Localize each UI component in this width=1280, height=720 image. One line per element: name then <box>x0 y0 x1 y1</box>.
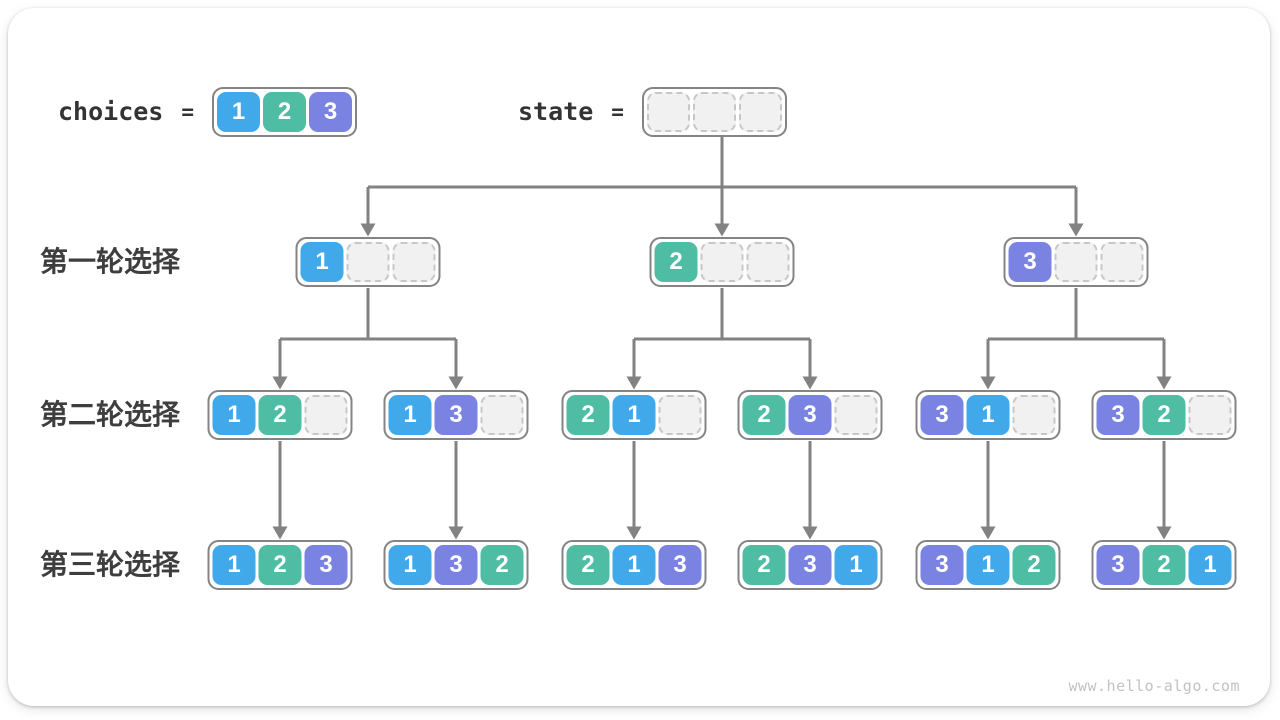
value-cell: 2 <box>566 545 610 585</box>
value-cell: 1 <box>966 395 1010 435</box>
value-cell: 1 <box>1188 545 1232 585</box>
empty-cell <box>692 91 736 132</box>
empty-cell <box>480 395 524 435</box>
value-cell: 2 <box>1012 545 1056 585</box>
value-cell: 1 <box>834 545 878 585</box>
value-cell: 1 <box>388 395 432 435</box>
value-cell: 3 <box>1008 242 1052 282</box>
empty-cell <box>700 242 744 282</box>
empty-cell <box>746 242 790 282</box>
choices-equals-sign: = <box>181 99 195 124</box>
value-cell: 1 <box>212 545 256 585</box>
state-array-slot <box>641 86 787 137</box>
empty-cell <box>1188 395 1232 435</box>
value-cell: 2 <box>742 545 786 585</box>
empty-cell <box>1012 395 1056 435</box>
round1-node-1: 1 <box>295 237 441 287</box>
round-label-3: 第三轮选择 <box>40 549 181 580</box>
value-cell: 3 <box>788 545 832 585</box>
round-label-1: 第一轮选择 <box>40 246 181 277</box>
value-cell: 3 <box>788 395 832 435</box>
value-cell: 3 <box>1096 545 1140 585</box>
value-cell: 2 <box>1142 395 1186 435</box>
empty-cell <box>646 91 690 132</box>
value-cell: 2 <box>1142 545 1186 585</box>
value-cell: 1 <box>612 395 656 435</box>
value-cell: 2 <box>742 395 786 435</box>
state-group: state = <box>518 86 787 137</box>
round1-node-2: 2 <box>649 237 795 287</box>
value-cell: 1 <box>966 545 1010 585</box>
value-cell: 1 <box>212 395 256 435</box>
empty-cell <box>738 91 782 132</box>
value-cell: 3 <box>920 395 964 435</box>
value-cell: 2 <box>654 242 698 282</box>
value-cell: 2 <box>258 545 302 585</box>
state-equals-sign: = <box>611 99 624 124</box>
watermark: www.hello-algo.com <box>1068 677 1240 695</box>
value-cell: 2 <box>566 395 610 435</box>
value-cell: 2 <box>258 395 302 435</box>
value-cell: 3 <box>1096 395 1140 435</box>
value-cell: 3 <box>304 545 348 585</box>
round-label-2: 第二轮选择 <box>40 399 181 430</box>
value-cell: 3 <box>434 545 478 585</box>
choices-label: choices <box>58 97 164 126</box>
value-cell: 2 <box>480 545 524 585</box>
empty-cell <box>304 395 348 435</box>
empty-cell <box>1054 242 1098 282</box>
empty-cell <box>392 242 436 282</box>
round1-node-3: 3 <box>1003 237 1149 287</box>
value-cell: 2 <box>263 91 307 132</box>
empty-cell <box>658 395 702 435</box>
value-cell: 3 <box>434 395 478 435</box>
value-cell: 1 <box>388 545 432 585</box>
value-cell: 1 <box>300 242 344 282</box>
state-array <box>641 86 787 137</box>
empty-cell <box>346 242 390 282</box>
empty-cell <box>1100 242 1144 282</box>
value-cell: 1 <box>217 91 261 132</box>
value-cell: 1 <box>612 545 656 585</box>
value-cell: 3 <box>920 545 964 585</box>
state-label: state <box>518 97 594 126</box>
value-cell: 3 <box>658 545 702 585</box>
empty-cell <box>834 395 878 435</box>
value-cell: 3 <box>309 91 353 132</box>
